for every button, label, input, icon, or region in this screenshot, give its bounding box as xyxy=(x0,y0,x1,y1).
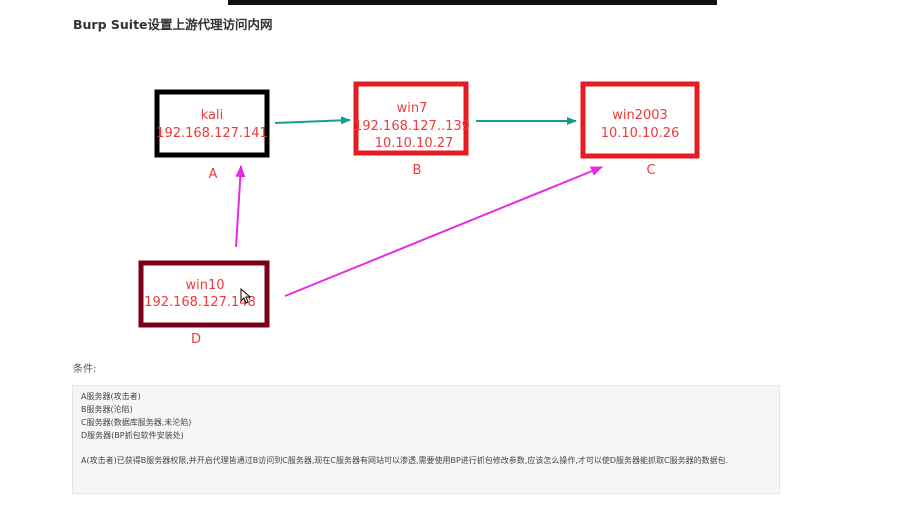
edge-d-to-a xyxy=(235,165,246,248)
node-c-letter: C xyxy=(646,163,655,178)
node-c-line-2: 10.10.10.26 xyxy=(601,126,680,141)
node-d-box xyxy=(138,260,270,328)
mouse-cursor-icon xyxy=(240,287,252,304)
node-b-line-1: win7 xyxy=(397,101,428,116)
node-b-line-2: 192.168.127..139 xyxy=(354,119,470,134)
edge-a-to-b xyxy=(274,116,351,125)
node-b-letter: B xyxy=(413,163,422,178)
conditions-box: A服务器(攻击者) B服务器(沦陷) C服务器(数据库服务器,未沦陷) D服务器… xyxy=(72,385,780,494)
node-a-box xyxy=(154,89,270,158)
conditions-label: 条件: xyxy=(73,364,97,375)
node-a-line-1: kali xyxy=(201,108,224,123)
node-b-box xyxy=(353,81,469,156)
node-d: win10 192.168.127.148 D xyxy=(138,260,270,347)
node-b-line-3: 10.10.10.27 xyxy=(375,136,454,151)
spacer xyxy=(81,442,771,454)
node-c: win2003 10.10.10.26 C xyxy=(580,81,700,178)
node-c-line-1: win2003 xyxy=(612,108,668,123)
condition-line-b: B服务器(沦陷) xyxy=(81,405,133,414)
node-c-box xyxy=(580,81,700,159)
node-d-line-2: 192.168.127.148 xyxy=(144,295,256,310)
node-b: win7 192.168.127..139 10.10.10.27 B xyxy=(353,81,470,178)
page-heading: Burp Suite设置上游代理访问内网 xyxy=(73,17,273,32)
condition-line-c: C服务器(数据库服务器,未沦陷) xyxy=(81,418,192,427)
node-d-line-1: win10 xyxy=(185,278,224,293)
node-a-line-2: 192.168.127.141 xyxy=(156,126,268,141)
node-d-letter: D xyxy=(191,332,201,347)
top-image-edge xyxy=(228,0,717,5)
node-a-letter: A xyxy=(209,167,218,182)
condition-paragraph: A(攻击者)已获得B服务器权限,并开启代理皆通过B访问到C服务器,现在C服务器有… xyxy=(81,456,729,465)
condition-line-a: A服务器(攻击者) xyxy=(81,392,141,401)
condition-line-d: D服务器(BP抓包软件安装处) xyxy=(81,431,184,440)
node-a: kali 192.168.127.141 A xyxy=(154,89,270,182)
network-diagram: kali 192.168.127.141 A win7 192.168.127.… xyxy=(138,81,700,347)
edge-d-to-c xyxy=(284,166,603,297)
